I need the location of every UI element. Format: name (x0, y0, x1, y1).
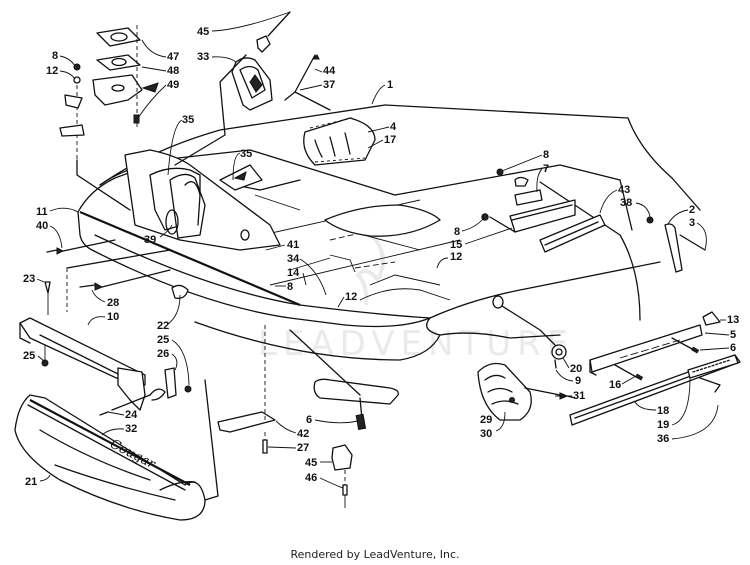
callout-32: 32 (125, 423, 137, 435)
callout-14: 14 (287, 267, 300, 279)
callout-43: 43 (618, 184, 630, 196)
callout-30: 30 (480, 428, 492, 440)
hinge-brackets (481, 168, 706, 273)
crossmember (289, 329, 399, 430)
trim-strip (569, 354, 741, 426)
callout-48: 48 (167, 65, 179, 77)
callout-4: 4 (390, 121, 397, 133)
callout-46: 46 (305, 472, 317, 484)
callout-2: 2 (689, 204, 695, 216)
callout-31: 45 (197, 26, 209, 38)
nose-cap: Cougar (14, 379, 219, 521)
callout-16: 16 (609, 379, 621, 391)
callouts: 45 33 44 37 1 4 17 35 35 47 48 49 8 12 (23, 11, 739, 489)
callout-17: 17 (384, 134, 396, 146)
callout-33: 33 (197, 51, 209, 63)
vent-grille (303, 117, 376, 166)
callout-19: 19 (657, 419, 669, 431)
callout-49: 49 (167, 79, 179, 91)
callout-22: 22 (157, 320, 169, 332)
callout-6a: 6 (730, 342, 736, 354)
callout-7: 7 (543, 163, 549, 175)
callout-45: 45 (305, 457, 317, 469)
small-bracket (59, 63, 131, 211)
callout-24: 24 (125, 409, 138, 421)
grommet-20 (551, 344, 567, 360)
callout-31b: 31 (573, 390, 585, 402)
callout-28: 28 (107, 297, 119, 309)
callout-42: 42 (297, 428, 309, 440)
callout-12b: 12 (450, 251, 462, 263)
callout-5: 5 (730, 329, 736, 341)
console-tower (124, 149, 281, 251)
callout-44: 44 (323, 65, 336, 77)
lower-mount-parts (217, 325, 353, 508)
gauge-housing (231, 57, 273, 111)
callout-20: 20 (570, 363, 582, 375)
grommet-part (171, 284, 189, 299)
callout-6b: 6 (306, 414, 312, 426)
callout-47: 47 (167, 51, 179, 63)
callout-25a: 25 (23, 350, 35, 362)
callout-13: 13 (727, 314, 739, 326)
callout-8a: 8 (52, 50, 58, 62)
callout-8b: 8 (543, 149, 549, 161)
callout-40: 40 (36, 220, 48, 232)
callout-1: 1 (387, 79, 393, 91)
callout-27: 27 (297, 442, 309, 454)
callout-15: 15 (450, 239, 462, 251)
callout-38: 38 (620, 197, 632, 209)
callout-35a: 35 (182, 114, 194, 126)
callout-23: 23 (23, 273, 35, 285)
callout-8d: 8 (287, 281, 293, 293)
callout-8c: 8 (454, 226, 460, 238)
render-credit: Rendered by LeadVenture, Inc. (290, 548, 460, 561)
callout-3: 3 (689, 217, 695, 229)
callout-26: 26 (157, 348, 169, 360)
callout-29: 29 (480, 414, 492, 426)
watermark-logo (355, 233, 385, 306)
callout-35b: 35 (240, 148, 252, 160)
callout-11: 11 (36, 206, 48, 218)
callout-25b: 25 (157, 334, 169, 346)
side-rail (589, 311, 721, 381)
callout-12c: 12 (345, 291, 357, 303)
callout-37: 37 (323, 79, 335, 91)
bellows-boot (477, 362, 576, 421)
callout-34: 34 (287, 253, 300, 265)
pin-part (44, 281, 51, 294)
side-bracket (164, 367, 177, 399)
callout-39: 39 (144, 234, 156, 246)
callout-9: 9 (575, 375, 581, 387)
callout-18: 18 (657, 405, 669, 417)
hood-body (77, 104, 701, 361)
clip-part (256, 35, 271, 53)
mount-plate-stack (92, 25, 159, 130)
callout-21: 21 (25, 476, 37, 488)
callout-36: 36 (657, 433, 669, 445)
callout-41: 41 (287, 239, 299, 251)
callout-10: 10 (107, 311, 119, 323)
callout-12a: 12 (46, 65, 58, 77)
